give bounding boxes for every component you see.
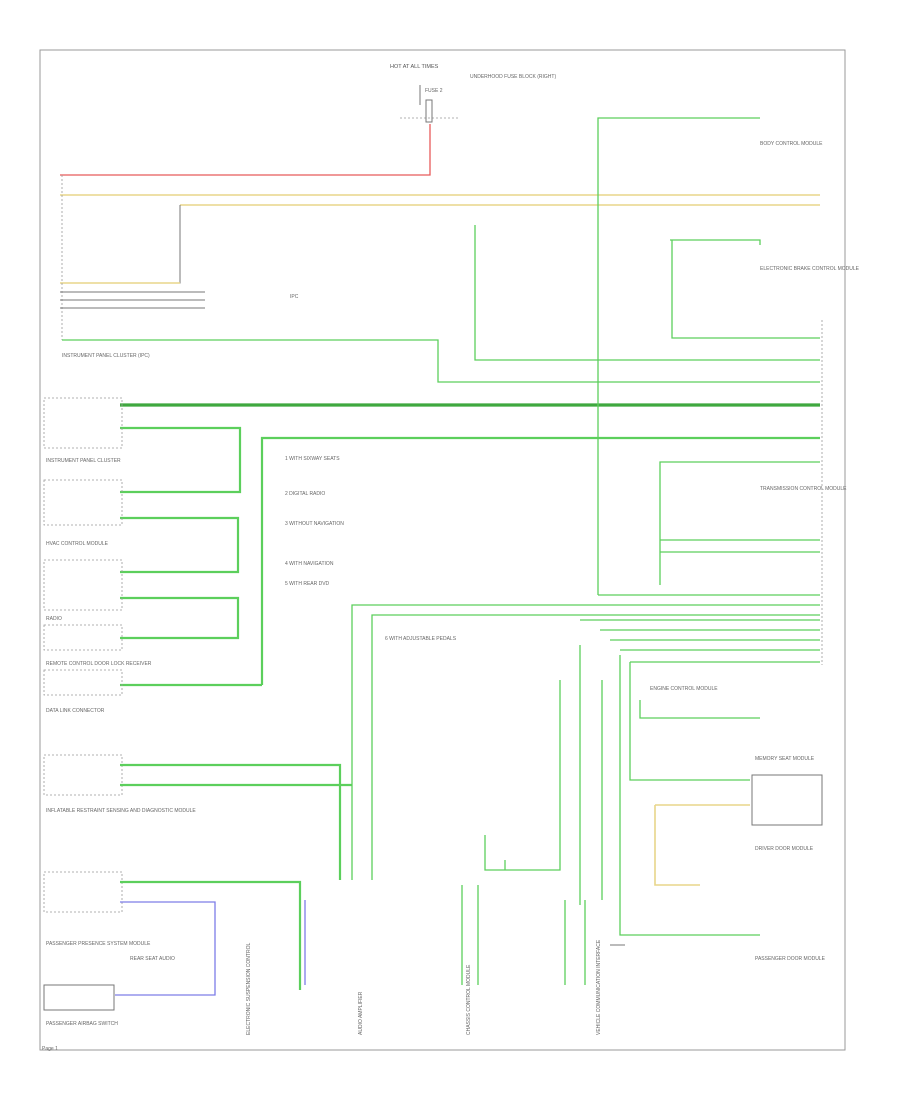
ecm-label: ENGINE CONTROL MODULE [650,686,718,692]
gmlan-bus-5 [120,516,240,574]
gmlan-bus-3 [120,426,242,494]
ebcm-label: ELECTRONIC BRAKE CONTROL MODULE [760,266,860,272]
fuse-box-label: UNDERHOOD FUSE BLOCK (RIGHT) [470,74,556,80]
yellow-wire-drop [60,205,181,284]
passenger-label: PASSENGER PRESENCE SYSTEM MODULE [46,941,151,947]
dlc-label: DATA LINK CONNECTOR [46,708,105,714]
fuse-detail: FUSE 2 [425,88,443,94]
svg-text:AUDIO AMPLIFIER: AUDIO AMPLIFIER [358,991,364,1035]
tcm-label: TRANSMISSION CONTROL MODULE [760,486,847,492]
bcm-link-2 [474,225,820,361]
fuse-icon [400,85,460,123]
rear-seat-label: REAR SEAT AUDIO [130,956,175,962]
svg-text:VEHICLE COMMUNICATION INTERFAC: VEHICLE COMMUNICATION INTERFACE [596,939,602,1035]
note-2: 2 DIGITAL RADIO [285,491,325,497]
memory-label: MEMORY SEAT MODULE [755,756,815,762]
note-3: 3 WITHOUT NAVIGATION [285,521,344,527]
bcm-link-4 [671,240,820,339]
svg-text:ELECTRONIC SUSPENSION CONTROL: ELECTRONIC SUSPENSION CONTROL [246,943,252,1035]
ipc-label: IPC [290,294,299,300]
diagram-frame [39,49,846,1051]
module-boxes [43,397,123,1011]
bottom-labels: ELECTRONIC SUSPENSION CONTROL AUDIO AMPL… [246,939,602,1035]
sdm-label: INFLATABLE RESTRAINT SENSING AND DIAGNOS… [46,808,196,814]
note-1: 1 WITH SIXWAY SEATS [285,456,340,462]
radio-label: RADIO [46,616,62,622]
module-label: INSTRUMENT PANEL CLUSTER (IPC) [62,353,150,359]
bcm-label: BODY CONTROL MODULE [760,141,823,147]
gmlan-bus-1 [62,339,820,383]
hvac-label: HVAC CONTROL MODULE [46,541,109,547]
remote-label: REMOTE CONTROL DOOR LOCK RECEIVER [46,661,152,667]
bcm-link-3 [670,239,761,245]
pass-door-label: PASSENGER DOOR MODULE [755,956,826,962]
fuse-label: HOT AT ALL TIMES [390,64,439,70]
svg-text:CHASSIS CONTROL MODULE: CHASSIS CONTROL MODULE [466,964,472,1035]
bcm-link-5 [659,461,820,585]
passenger-blue-wire [115,901,216,996]
gmlan-bus-4 [260,436,820,685]
page-ref: Page 1 [42,1046,58,1052]
driver-door-label: DRIVER DOOR MODULE [755,846,814,852]
note-6: 6 WITH ADJUSTABLE PEDALS [385,636,457,642]
ipc-body-label: INSTRUMENT PANEL CLUSTER [46,458,121,464]
note-5: 5 WITH REAR DVD [285,581,330,587]
red-power-wire [60,124,431,176]
gmlan-bus-6 [120,596,240,640]
memory-seat-wire [654,805,700,886]
bcm-link [597,117,760,595]
note-4: 4 WITH NAVIGATION [285,561,334,567]
pass-switch-label: PASSENGER AIRBAG SWITCH [46,1021,118,1027]
